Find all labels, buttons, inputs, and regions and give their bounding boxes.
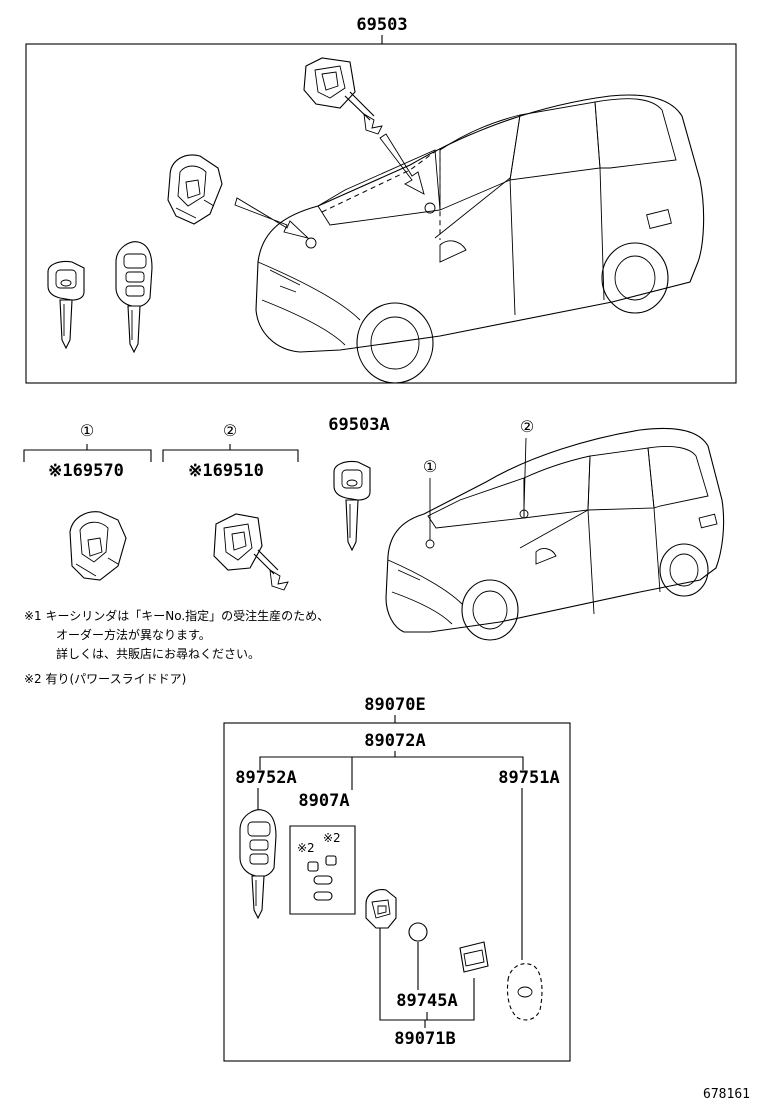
small-parts-buttons <box>307 855 337 901</box>
vehicle-marker-2: ② <box>520 417 534 436</box>
marker-group-1: ① <box>80 421 94 440</box>
marker-group-2: ② <box>223 421 237 440</box>
ignition-cylinder-top <box>303 57 383 135</box>
case-89751A <box>506 963 543 1021</box>
label-69503A[interactable]: 69503A <box>328 415 389 435</box>
vehicle-marker-1: ① <box>423 457 437 476</box>
door-cylinder-top <box>167 154 223 225</box>
note-line-4: ※2 有り(パワースライドドア) <box>24 672 186 686</box>
door-cylinder-69570 <box>69 511 127 581</box>
bottom-section-frame <box>223 722 571 1062</box>
note-line-1: ※1 キーシリンダは「キーNo.指定」の受注生産のため、 <box>24 608 329 623</box>
remote-key-top <box>115 241 153 354</box>
key-module <box>365 889 397 929</box>
label-89072A[interactable]: 89072A <box>364 731 425 751</box>
top-section-frame <box>25 43 737 384</box>
label-69570[interactable]: ※169570 <box>48 461 124 481</box>
document-id: 678161 <box>703 1087 750 1102</box>
pointer-arrows-top <box>234 133 425 239</box>
plain-key-69503A <box>333 460 371 552</box>
label-8907A[interactable]: 8907A <box>298 791 349 811</box>
remote-key-89752A <box>239 809 277 920</box>
vehicle-illustration-middle <box>385 427 725 641</box>
label-89751A[interactable]: 89751A <box>498 768 559 788</box>
label-89071B[interactable]: 89071B <box>394 1029 455 1049</box>
note-line-2: オーダー方法が異なります。 <box>56 627 211 642</box>
cover-89071B <box>459 941 489 973</box>
small-parts-bracket <box>289 825 356 915</box>
label-69503[interactable]: 69503 <box>356 15 407 35</box>
note-line-3: 詳しくは、共販店にお尋ねください。 <box>56 646 260 661</box>
label-69510[interactable]: ※169510 <box>188 461 264 481</box>
mark-small-parts-2: ※2 <box>323 831 341 845</box>
vehicle-illustration-top <box>255 94 705 384</box>
plain-key-top <box>47 260 85 350</box>
label-89070E[interactable]: 89070E <box>364 695 425 715</box>
label-89752A[interactable]: 89752A <box>235 768 296 788</box>
label-89745A[interactable]: 89745A <box>396 991 457 1011</box>
mark-small-parts-1: ※2 <box>297 841 315 855</box>
battery-89745A <box>408 922 428 942</box>
ignition-cylinder-69510 <box>213 513 289 591</box>
